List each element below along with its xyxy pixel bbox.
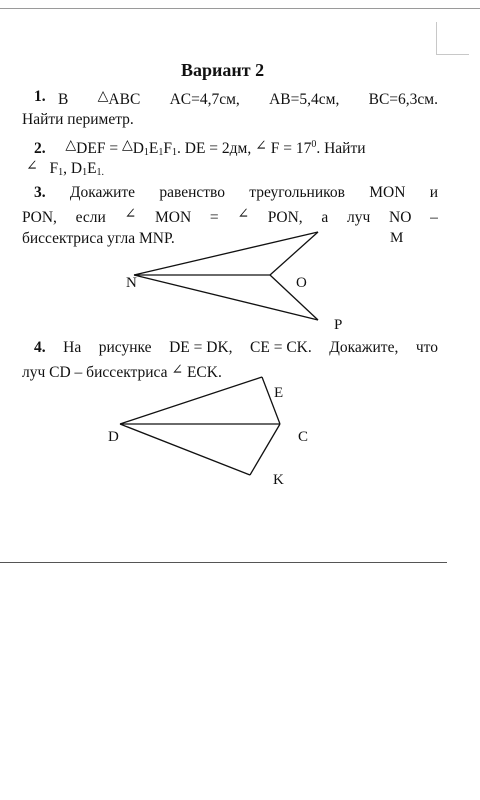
angle-icon: ∠ [124,207,137,222]
segment-dk [119,423,251,476]
page-top-border [0,8,480,9]
segment-mo [269,231,319,276]
problem-2-number: 2. [34,140,46,157]
problem-4-line-2: луч CD – биссектриса ∠ ECK. [22,363,222,381]
problem-1-line-1: 1. [34,88,46,106]
segment-ec [261,376,281,425]
problem-1-line-2: Найти периметр. [22,111,134,128]
segment-np [133,274,319,321]
label-c: C [298,429,309,445]
problem-2-line-2: ∠ F1, D1E1. [26,159,105,178]
label-n: N [126,275,137,291]
label-d: D [108,429,119,445]
triangle-icon: △ [97,89,109,104]
segment-ck [249,423,281,476]
label-e: E [274,385,284,401]
variant-title: Вариант 2 [181,60,265,80]
segment-nm [133,231,319,276]
segment-de [119,376,263,425]
label-k: K [273,472,284,488]
page-corner-mark [436,22,469,55]
problem-4-number: 4. [34,339,46,356]
problem-3-line-1: 3. Докажите равенство треугольников MON … [34,184,438,201]
angle-icon: ∠ [255,139,267,154]
angle-icon: ∠ [237,207,250,222]
label-p: P [334,317,343,333]
label-o: O [296,275,307,291]
problem-1-triangle: △ABC [97,89,141,108]
problem-1-bc: BC=6,3см. [368,91,438,108]
problem-3-number: 3. [34,184,46,201]
problem-3-line-3: биссектриса угла MNP. [22,230,175,247]
problem-1-text: В △ABC AC=4,7см, AB=5,4см, BC=6,3см. [58,89,438,110]
angle-icon: ∠ [171,363,184,378]
problem-2-line-1: 2. △DEF = △D1E1F1. DE = 2дм, ∠ F = 170. … [34,138,366,158]
problem-3-line-2: PON, если ∠ MON = ∠ PON, а луч NO – [22,207,438,226]
problem-1-word: В [58,91,69,108]
problem-1-ac: AC=4,7см, [169,91,240,108]
angle-icon: ∠ [26,159,38,174]
problem-1-number: 1. [34,88,46,105]
label-m: M [390,230,404,246]
triangle-icon: △ [65,138,77,153]
triangle-icon: △ [121,138,133,153]
problem-4-line-1: 4. На рисунке DE = DK, CE = CK. Докажите… [34,339,438,356]
problem-1-ab: AB=5,4см, [269,91,340,108]
page-bottom-border [0,562,447,563]
segment-op [269,274,319,321]
